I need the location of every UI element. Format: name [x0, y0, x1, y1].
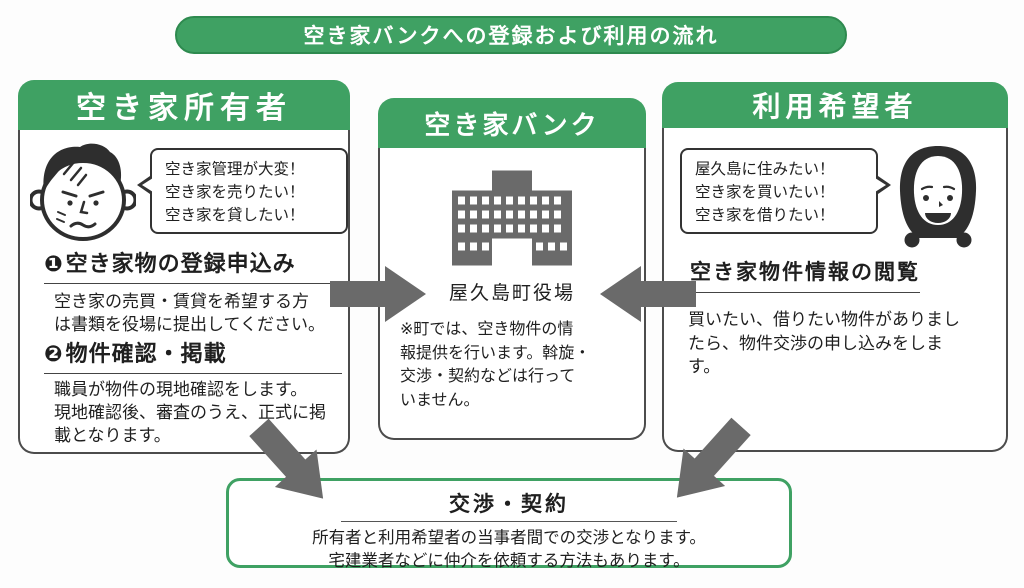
user-to-contract-arrow-icon — [656, 408, 762, 517]
bank-panel-title: 空き家バンク — [424, 109, 600, 140]
step2-number-icon: ❷ — [44, 341, 64, 366]
owner-bubble-line: 空き家を貸したい！ — [165, 207, 305, 224]
contract-heading: 交渉・契約 — [449, 493, 569, 516]
owner-to-bank-arrow-icon — [330, 266, 426, 322]
owner-bubble-line: 空き家を売りたい！ — [165, 184, 305, 201]
user-bubble-line: 空き家を買いたい！ — [695, 184, 835, 201]
user-bubble-line: 空き家を借りたい！ — [695, 207, 835, 224]
owner-step1-line: は書類を役場に提出してください。 — [54, 315, 325, 334]
title-banner: 空き家バンクへの登録および利用の流れ — [175, 16, 847, 54]
contract-body-line: 所有者と利用希望者の当事者間での交渉となります。 — [312, 529, 706, 547]
user-panel: 利用希望者 屋久島に住みたい！ 空き家を買いたい！ 空き家を借りたい！ 空き家物… — [662, 82, 1008, 452]
bubble-tail — [142, 178, 153, 192]
user-to-bank-arrow-icon — [600, 266, 696, 322]
bank-note-line: いません。 — [400, 391, 480, 409]
owner-step2-body: 職員が物件の現地確認をします。 現地確認後、審査のうえ、正式に掲 載となります。 — [54, 378, 348, 447]
bank-note-line: ※町では、空き物件の情 — [400, 321, 574, 338]
contract-heading-underline — [341, 521, 677, 522]
owner-panel-title: 空き家所有者 — [76, 92, 292, 125]
owner-step1-line: 空き家の売買・賃貸を希望する方 — [54, 292, 309, 311]
owner-bubble-line: 空き家管理が大変！ — [165, 161, 305, 178]
owner-step2-line: 現地確認後、審査のうえ、正式に掲 — [54, 403, 326, 422]
town-hall-label: 屋久島町役場 — [448, 283, 575, 304]
page-title: 空き家バンクへの登録および利用の流れ — [303, 25, 719, 48]
user-section-heading: 空き家物件情報の閲覧 — [690, 256, 920, 293]
owner-panel: 空き家所有者 空き家管理が大変！ 空き家を売りたい！ 空き家を貸したい！ ❶ 空… — [18, 80, 350, 454]
owner-panel-header: 空き家所有者 — [18, 80, 350, 130]
user-bubble-line: 屋久島に住みたい！ — [695, 161, 835, 178]
owner-to-contract-arrow-icon — [238, 409, 344, 518]
female-user-face-icon — [899, 146, 977, 248]
user-body-line: たら、物件交渉の申し込みをしま — [688, 333, 943, 353]
user-panel-header: 利用希望者 — [662, 82, 1008, 128]
user-section-body: 買いたい、借りたい物件がありまし たら、物件交渉の申し込みをしま す。 — [688, 308, 994, 379]
owner-step2-heading: ❷ 物件確認・掲載 — [44, 336, 342, 374]
owner-step1-body: 空き家の売買・賃貸を希望する方 は書類を役場に提出してください。 — [54, 290, 348, 336]
owner-step1-heading: ❶ 空き家物の登録申込み — [44, 246, 342, 284]
owner-speech-bubble: 空き家管理が大変！ 空き家を売りたい！ 空き家を貸したい！ — [137, 148, 348, 234]
bank-note-line: 報提供を行います。斡旋・ — [400, 344, 591, 362]
owner-step1-heading-text: 空き家物の登録申込み — [65, 251, 296, 276]
bank-note: ※町では、空き物件の情 報提供を行います。斡旋・ 交渉・契約などは行って いませ… — [400, 318, 626, 412]
bubble-tail — [875, 178, 886, 192]
user-body-line: 買いたい、借りたい物件がありまし — [688, 310, 960, 329]
user-panel-title: 利用希望者 — [752, 91, 918, 122]
step1-number-icon: ❶ — [44, 251, 64, 276]
owner-step2-line: 載となります。 — [54, 426, 171, 445]
male-owner-face-icon — [30, 143, 136, 241]
contract-body-line: 宅建業者などに仲介を依頼する方法もあります。 — [328, 552, 690, 570]
town-hall-building-icon — [452, 170, 572, 266]
user-body-line: す。 — [688, 357, 721, 376]
owner-step2-heading-text: 物件確認・掲載 — [65, 341, 227, 366]
user-speech-bubble: 屋久島に住みたい！ 空き家を買いたい！ 空き家を借りたい！ — [680, 148, 891, 234]
bank-panel-header: 空き家バンク — [378, 98, 646, 148]
owner-step2-line: 職員が物件の現地確認をします。 — [54, 380, 308, 399]
bank-note-line: 交渉・契約などは行って — [400, 368, 576, 385]
